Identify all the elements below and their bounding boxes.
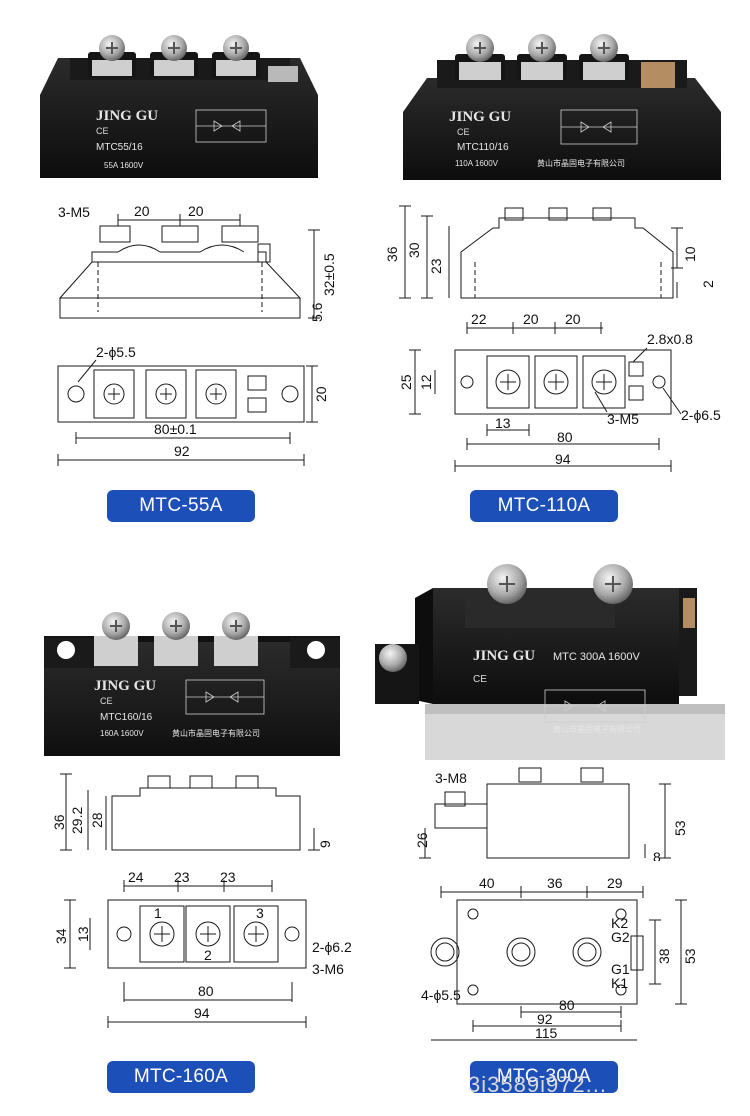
dim-label: 28	[89, 812, 105, 828]
product-cell-mtc110: JING GU CE MTC110/16 110A 1600V 黄山市晶固电子有…	[375, 0, 750, 558]
dim-label: 2-ϕ6.5	[681, 407, 721, 423]
company-text: 黄山市晶固电子有限公司	[553, 724, 641, 734]
model-text: MTC160/16	[100, 712, 153, 723]
dim-label: 5.6	[309, 302, 325, 322]
ce-mark: CE	[473, 674, 487, 685]
dim-label: 53	[672, 820, 688, 836]
dim-label: 29	[607, 875, 623, 891]
side-view-drawing-mtc110: 36 30 23 10 2	[384, 205, 716, 299]
dim-label: 23	[174, 869, 190, 885]
product-cell-mtc300: JING GU MTC 300A 1600V CE 黄山市晶固电子有限公司 3-…	[375, 558, 750, 1116]
pin-label: G1	[611, 961, 630, 977]
dim-label: 3	[256, 905, 264, 921]
side-view-drawing-mtc55: 3-M5 20 20 32±0.5 5.6	[58, 203, 337, 322]
dim-label: 3-M5	[58, 204, 90, 220]
top-view-drawing-mtc55: 2-ϕ5.5 20 80±0.1 92	[57, 344, 329, 466]
dim-label: 2-ϕ6.2	[312, 939, 352, 955]
dim-label: 80±0.1	[154, 421, 197, 437]
dim-label: 22	[471, 311, 487, 327]
dim-label: 80	[557, 429, 573, 445]
brand-text: JING GU	[96, 108, 158, 124]
dim-label: 24	[128, 869, 144, 885]
dim-label: 26	[414, 832, 430, 848]
side-view-drawing-mtc300: 3-M8 26 53 8	[414, 767, 688, 861]
dim-label: 10	[682, 246, 698, 262]
dim-label: 2	[700, 280, 716, 288]
ce-mark: CE	[96, 126, 109, 136]
dim-label: 94	[555, 451, 571, 467]
dim-label: 3-M6	[312, 961, 344, 977]
dim-label: 53	[682, 948, 698, 964]
dim-label: 13	[75, 926, 91, 942]
dim-label: 20	[188, 203, 204, 219]
dim-label: 36	[51, 814, 67, 830]
pin-label: K2	[611, 915, 628, 931]
brand-text: JING GU	[473, 648, 535, 664]
top-view-drawing-mtc160: 24 23 23 1 3 2 34 13 2-ϕ6.2 3-M6 80 94	[53, 869, 352, 1028]
dim-label: 20	[523, 311, 539, 327]
module-photo-mtc110: JING GU CE MTC110/16 110A 1600V 黄山市晶固电子有…	[403, 34, 721, 180]
dim-label: 12	[418, 374, 434, 390]
side-view-drawing-mtc160: 36 29.2 28 9	[51, 773, 333, 851]
model-badge-mtc160: MTC-160A	[107, 1061, 255, 1093]
product-cell-mtc55: JING GU CE MTC55/16 55A 1600V 3-M5 20 20…	[0, 0, 375, 558]
brand-text: JING GU	[94, 678, 156, 694]
dim-label: 2.8x0.8	[647, 331, 693, 347]
model-badge-mtc55: MTC-55A	[107, 490, 255, 522]
dim-label: 80	[198, 983, 214, 999]
ce-mark: CE	[457, 127, 470, 137]
dim-label: 115	[535, 1025, 558, 1041]
dim-label: 13	[495, 415, 511, 431]
dim-label: 32±0.5	[321, 253, 337, 296]
rating-text: 110A 1600V	[455, 159, 499, 168]
model-badge-mtc300: MTC-300A	[470, 1061, 618, 1093]
dim-label: 20	[565, 311, 581, 327]
rating-text: MTC 300A 1600V	[553, 651, 640, 663]
rating-text: 55A 1600V	[104, 161, 144, 170]
top-view-drawing-mtc110: 22 20 20 2.8x0.8 25 12 13 3-M5 2-ϕ6.5 80…	[398, 311, 721, 472]
model-text: MTC110/16	[457, 142, 509, 153]
dim-label: 40	[479, 875, 495, 891]
dim-label: 4-ϕ5.5	[421, 987, 461, 1003]
dim-label: 23	[220, 869, 236, 885]
dim-label: 30	[406, 242, 422, 258]
pin-label: K1	[611, 975, 628, 991]
company-text: 黄山市晶固电子有限公司	[172, 728, 260, 738]
module-photo-mtc55: JING GU CE MTC55/16 55A 1600V	[40, 35, 318, 178]
top-view-drawing-mtc300: 40 36 29 K2 G2 G1 K1 38 53 4-ϕ5.5 80 92 …	[421, 875, 698, 1041]
dim-label: 94	[194, 1005, 210, 1021]
dim-label: 2-ϕ5.5	[96, 344, 136, 360]
ce-mark: CE	[100, 696, 113, 706]
rating-text: 160A 1600V	[100, 729, 144, 738]
dim-label: 38	[656, 948, 672, 964]
dim-label: 36	[547, 875, 563, 891]
model-badge-mtc110: MTC-110A	[470, 490, 618, 522]
dim-label: 20	[313, 386, 329, 402]
dim-label: 23	[428, 258, 444, 274]
company-text: 黄山市晶固电子有限公司	[537, 158, 625, 168]
module-photo-mtc160: JING GU CE MTC160/16 160A 1600V 黄山市晶固电子有…	[44, 612, 340, 756]
pin-label: G2	[611, 929, 630, 945]
dim-label: 25	[398, 374, 414, 390]
dim-label: 3-M8	[435, 770, 467, 786]
dim-label: 1	[154, 905, 162, 921]
model-text: MTC55/16	[96, 142, 143, 153]
dim-label: 92	[537, 1011, 553, 1027]
dim-label: 34	[53, 928, 69, 944]
dim-label: 92	[174, 443, 190, 459]
brand-text: JING GU	[449, 109, 511, 125]
dim-label: 36	[384, 246, 400, 262]
dim-label: 80	[559, 997, 575, 1013]
dim-label: 29.2	[69, 807, 85, 834]
watermark: 3i3589i972...	[468, 1072, 607, 1097]
dim-label: 2	[204, 947, 212, 963]
dim-label: 3-M5	[607, 411, 639, 427]
dim-label: 8	[653, 849, 661, 861]
product-cell-mtc160: JING GU CE MTC160/16 160A 1600V 黄山市晶固电子有…	[0, 558, 375, 1116]
module-photo-mtc300: JING GU MTC 300A 1600V CE 黄山市晶固电子有限公司	[375, 564, 725, 760]
dim-label: 20	[134, 203, 150, 219]
dim-label: 9	[317, 840, 333, 848]
